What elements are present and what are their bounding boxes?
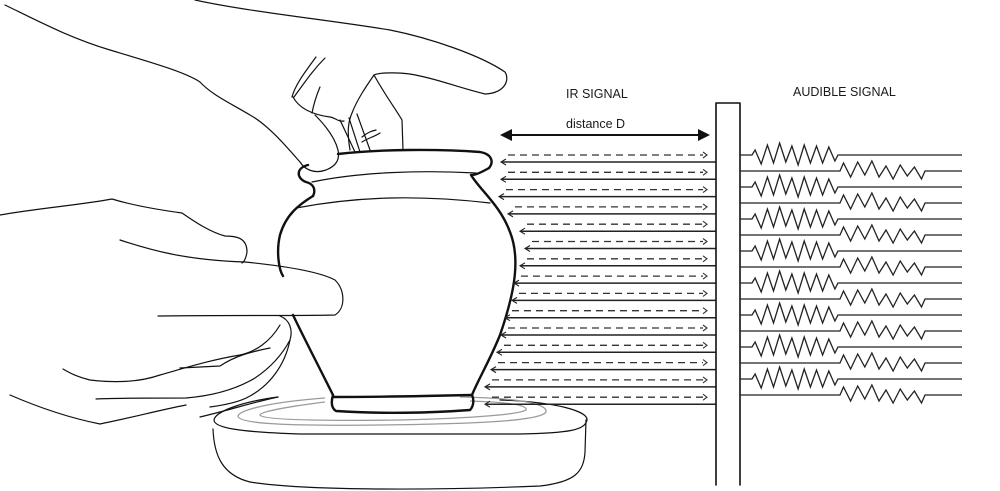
ir-sensor-bar: [715, 102, 741, 486]
audible-waveform-line: [740, 268, 962, 296]
audible-waveform-line: [740, 159, 962, 181]
audible-waveform-line: [740, 255, 962, 277]
audible-waveform-line: [740, 300, 962, 328]
distance-label: distance D: [566, 117, 626, 131]
clay-pot: [276, 148, 517, 415]
audible-signal-label: AUDIBLE SIGNAL: [793, 85, 896, 99]
audible-waveform-line: [740, 236, 962, 264]
audible-waveform-line: [740, 287, 962, 309]
distance-arrow: [500, 129, 710, 141]
audible-waveform-line: [740, 204, 962, 232]
audible-waveform-line: [740, 332, 962, 360]
pottery-wheel: [199, 396, 588, 490]
audible-waveform-line: [740, 191, 962, 213]
audible-waveform-line: [740, 172, 962, 200]
audible-waveform-line: [740, 223, 962, 245]
audible-waveform-line: [740, 383, 962, 405]
audible-waveform-line: [740, 351, 962, 373]
hands: [0, 0, 508, 425]
audible-waveform-line: [740, 140, 962, 168]
audible-signal-waveforms: [740, 140, 962, 405]
ir-signal-label: IR SIGNAL: [566, 87, 628, 101]
audible-waveform-line: [740, 364, 962, 392]
ir-signal-lines: [483, 151, 716, 408]
audible-waveform-line: [740, 319, 962, 341]
